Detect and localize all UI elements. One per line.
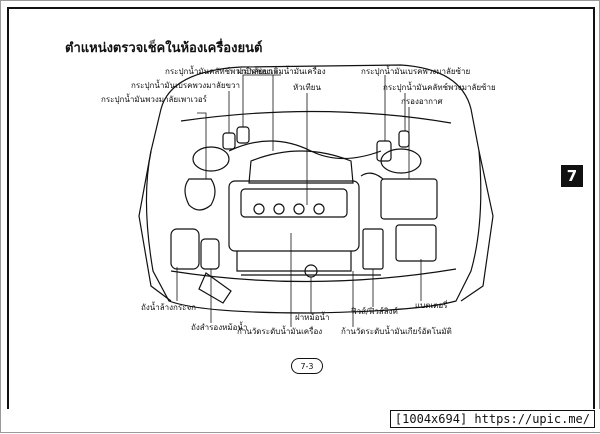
label-washer-tank: ถังน้ำล้างกระจก [141, 303, 196, 312]
engine-lower [236, 251, 352, 272]
fender-left [138, 150, 172, 302]
engine-block [228, 180, 360, 252]
fuse-box [362, 228, 384, 270]
strut-tower-left [192, 146, 230, 172]
firewall [180, 110, 452, 124]
label-radiator-cap: ฝาหม้อน้ำ [295, 313, 330, 322]
label-brake-fluid-left: กระปุกน้ำมันเบรคพวงมาลัยซ้าย [361, 67, 471, 76]
label-clutch-fluid-right: กระปุกน้ำมันคลัทช์พวงมาลัยขวา [165, 67, 278, 76]
front-bumper [170, 268, 457, 283]
label-brake-fluid-right: กระปุกน้ำมันเบรคพวงมาลัยขวา [131, 81, 241, 90]
label-clutch-fluid-left: กระปุกน้ำมันคลัทช์พวงมาลัยซ้าย [383, 83, 496, 92]
clutch-reservoir-right [236, 126, 250, 144]
coolant-reservoir [200, 238, 220, 270]
image-source-caption[interactable]: [1004x694] https://upic.me/ [389, 410, 595, 428]
spark-plug-1 [253, 203, 265, 215]
hoses [228, 140, 382, 160]
label-oil-filler-cap: ฝาปิดช่องเติมน้ำมันเครื่อง [237, 67, 326, 76]
intake-manifold [248, 150, 354, 184]
chapter-tab[interactable]: 7 [561, 165, 583, 187]
page-title: ตำแหน่งตรวจเช็คในห้องเครื่องยนต์ [65, 41, 263, 56]
leader-power-steering [197, 112, 207, 179]
spark-plug-4 [313, 203, 325, 215]
air-cleaner-box [380, 178, 438, 220]
power-steering-reservoir [184, 178, 216, 211]
page-number: 7-3 [291, 358, 323, 374]
label-spark-plug: หัวเทียน [293, 83, 321, 92]
left-fender-block [198, 272, 232, 304]
spark-plug-3 [293, 203, 305, 215]
label-air-cleaner: กรองอากาศ [401, 97, 443, 106]
label-coolant-reservoir: ถังสำรองหม้อน้ำ [191, 323, 248, 332]
air-duct [360, 172, 384, 180]
label-auto-trans-dipstick: ก้านวัดระดับน้ำมันเกียร์อัตโนมัติ [341, 327, 452, 336]
battery-box [395, 224, 437, 262]
footer-bar: [1004x694] https://upic.me/ [1, 409, 600, 432]
label-oil-dipstick: ก้านวัดระดับน้ำมันเครื่อง [237, 327, 323, 336]
washer-tank [170, 228, 200, 270]
spark-plug-2 [273, 203, 285, 215]
label-power-steering-fluid: กระปุกน้ำมันพวงมาลัยเพาเวอร์ [101, 95, 207, 104]
hood-outline [145, 64, 482, 314]
fender-right [460, 150, 494, 302]
leader-clutch-fluid-right [242, 74, 281, 127]
label-battery: แบตเตอรี่ [415, 301, 448, 310]
label-fuse-link: ฟิวส์/ฟิวส์ลิงค์ [351, 307, 398, 316]
brake-reservoir-right [222, 132, 236, 150]
brake-reservoir-left [376, 140, 392, 162]
valve-cover [240, 188, 348, 218]
clutch-reservoir-left [398, 130, 410, 148]
